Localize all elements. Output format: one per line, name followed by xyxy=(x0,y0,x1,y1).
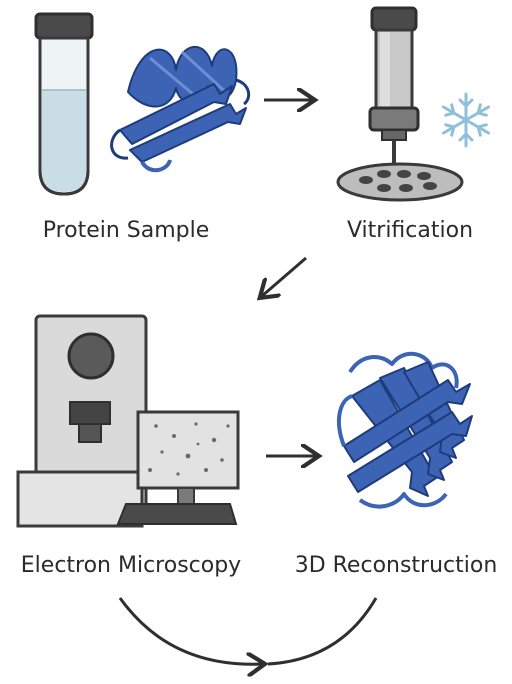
step-label-electron-microscopy: Electron Microscopy xyxy=(20,553,242,578)
step-label-protein-sample: Protein Sample xyxy=(42,218,210,243)
arrow-diagonal xyxy=(262,256,307,296)
cycle-arrow-left xyxy=(118,597,262,664)
cycle-arrow-right xyxy=(267,597,378,666)
step-label-3d-reconstruction: 3D Reconstruction xyxy=(294,553,498,578)
step-label-vitrification: Vitrification xyxy=(346,218,474,243)
protein-helix-icon xyxy=(110,46,251,173)
plunger-icon xyxy=(336,6,464,202)
electron-microscope-icon xyxy=(16,314,148,528)
protein-structure-icon xyxy=(336,352,473,509)
monitor-icon xyxy=(116,410,240,525)
test-tube-icon xyxy=(34,12,94,196)
snowflake-icon xyxy=(441,92,491,148)
